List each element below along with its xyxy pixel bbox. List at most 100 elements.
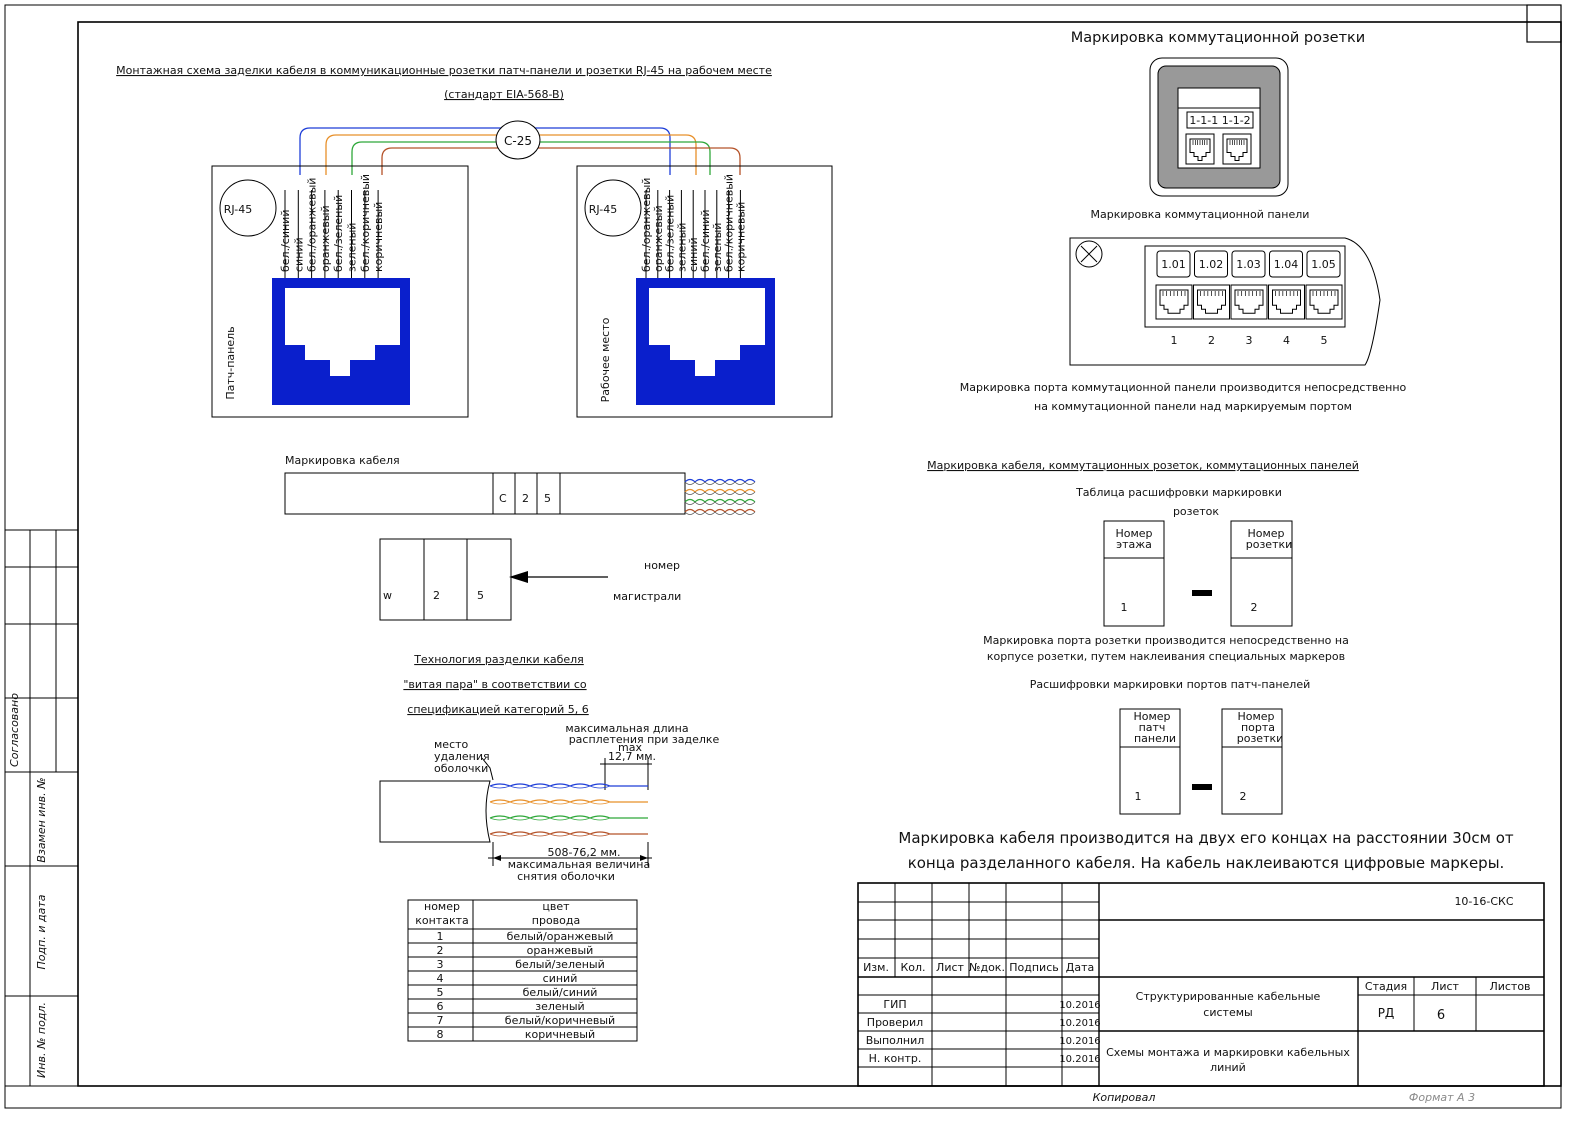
panel-title: Маркировка коммутационной панели xyxy=(1091,208,1310,221)
right-wire-labels: бел./оранжевыйоранжевыйбел./зеленыйзелен… xyxy=(640,174,747,278)
label-cell-3: 5 xyxy=(477,589,484,602)
stamp-h-izm: Изм. xyxy=(863,961,889,974)
outlet-title: Маркировка коммутационной розетки xyxy=(1071,30,1365,46)
workplace-label: Рабочее место xyxy=(599,317,612,402)
stamp-date-2: 10.2016 xyxy=(1059,1018,1100,1029)
pin-table-num: 6 xyxy=(437,1000,444,1013)
floor-head-2: этажа xyxy=(1116,538,1152,551)
pin-table-num: 2 xyxy=(437,944,444,957)
stamp-role-1: ГИП xyxy=(883,998,906,1011)
port-number: 1 xyxy=(1171,334,1178,347)
tech-title-2: "витая пара" в соответствии со xyxy=(403,678,586,691)
rj45-label-right: RJ-45 xyxy=(589,203,617,216)
label-cell-2: 2 xyxy=(433,589,440,602)
port-head-3: розетки xyxy=(1237,732,1284,745)
pin-table-color: белый/зеленый xyxy=(515,958,605,971)
sheath-label-3: оболочки xyxy=(434,762,488,775)
wire-label: бел./синий xyxy=(699,210,712,272)
outer-border xyxy=(4,4,1562,1109)
rj45-circle-left xyxy=(219,179,277,237)
wire-label: бел./зеленый xyxy=(332,195,345,272)
floor-cell xyxy=(1103,520,1165,627)
rj45-block-right xyxy=(636,278,775,405)
port-label: 1.05 xyxy=(1311,258,1336,271)
wiring-title-2: (стандарт EIA-568-B) xyxy=(444,88,564,101)
stamp-copied: Копировал xyxy=(1093,1091,1156,1104)
untwist-label-4: 12,7 мм. xyxy=(608,750,656,763)
pin-table-color: коричневый xyxy=(525,1028,595,1041)
wiring-title-1: Монтажная схема заделки кабеля в коммуни… xyxy=(116,64,772,77)
decode-title: Маркировка кабеля, коммутационных розето… xyxy=(927,459,1359,472)
stamp-sheet-head: Лист xyxy=(1431,980,1459,993)
pin-number: 3 xyxy=(681,296,688,309)
strip-label-2: максимальная величина xyxy=(508,858,651,871)
table-title-2: розеток xyxy=(1173,505,1219,518)
port-number: 5 xyxy=(1321,334,1328,347)
wire-label: бел./оранжевый xyxy=(640,178,653,272)
stamp-object-2: системы xyxy=(1203,1006,1252,1019)
stamp-sheets-head: Листов xyxy=(1489,980,1530,993)
pin-number: 8 xyxy=(384,296,391,309)
strip-label-1: 508-76,2 мм. xyxy=(547,846,620,859)
decode-note-1: Маркировка порта розетки производится не… xyxy=(983,634,1349,647)
arrow-label-2: магистрали xyxy=(613,590,681,603)
rj45-block-left xyxy=(272,278,410,405)
stamp-drawing-2: линий xyxy=(1210,1061,1246,1074)
wire-label: бел./коричневый xyxy=(723,174,736,272)
arrow-head xyxy=(509,571,528,583)
stamp-drawing-1: Схемы монтажа и маркировки кабельных xyxy=(1106,1046,1350,1059)
untwist-label-2: расплетения при заделке xyxy=(569,733,720,746)
socket-head-2: розетки xyxy=(1246,538,1293,551)
wire-label: бел./коричневый xyxy=(359,174,372,272)
tech-title-1: Технология разделки кабеля xyxy=(413,653,584,666)
patch-panel-box xyxy=(211,165,469,418)
cable-tag: С-25 xyxy=(504,134,532,148)
stamp-role-4: Н. контр. xyxy=(869,1052,922,1065)
final-note-1: Маркировка кабеля производится на двух е… xyxy=(898,829,1514,847)
stamp-code: 10-16-СКС xyxy=(1454,895,1513,908)
pin-number: 2 xyxy=(667,296,674,309)
socket-head-1: Номер xyxy=(1247,527,1284,540)
panel-note-2: на коммутационной панели над маркируемым… xyxy=(1034,400,1352,413)
twisted-wire xyxy=(489,817,648,821)
pair-tail xyxy=(684,488,756,493)
stamp-h-sign: Подпись xyxy=(1009,961,1058,974)
pin-number: 7 xyxy=(735,296,742,309)
pin-table-num: 3 xyxy=(437,958,444,971)
stamp-role-3: Выполнил xyxy=(866,1034,925,1047)
workplace-box xyxy=(576,165,833,418)
cable-cell-1: С xyxy=(499,492,507,505)
rj45-label-left: RJ-45 xyxy=(224,203,252,216)
pin-table-num: 1 xyxy=(437,930,444,943)
wire-label: синий xyxy=(687,237,700,272)
pin-table-num: 7 xyxy=(437,1014,444,1027)
pin-table-color: белый/коричневый xyxy=(505,1014,615,1027)
pin-number: 3 xyxy=(344,296,351,309)
twisted-wire xyxy=(489,785,648,789)
pin-number: 4 xyxy=(694,296,701,309)
patch-panel-label: Патч-панель xyxy=(224,326,237,399)
pair-tail xyxy=(684,501,756,505)
tech-title-3: спецификацией категорий 5, 6 xyxy=(407,703,588,716)
wire-label: зеленый xyxy=(675,223,688,272)
pin-number: 5 xyxy=(290,296,297,309)
wire-label: бел./зеленый xyxy=(664,195,677,272)
wire-label: оранжевый xyxy=(652,205,665,272)
port-label-box xyxy=(1231,250,1266,278)
pin-number: 8 xyxy=(748,296,755,309)
pin-table-color: зеленый xyxy=(535,1000,584,1013)
pp-head-2: патч xyxy=(1139,721,1166,734)
stamp-format: Формат А 3 xyxy=(1409,1091,1475,1104)
pin-number: 1 xyxy=(654,296,661,309)
port-cell xyxy=(1221,708,1283,815)
twisted-wire xyxy=(489,833,648,837)
wire-label: оранжевый xyxy=(319,205,332,272)
pp-cell xyxy=(1119,708,1181,815)
stamp-h-date: Дата xyxy=(1066,961,1094,974)
stamp-stage-head: Стадия xyxy=(1365,980,1407,993)
